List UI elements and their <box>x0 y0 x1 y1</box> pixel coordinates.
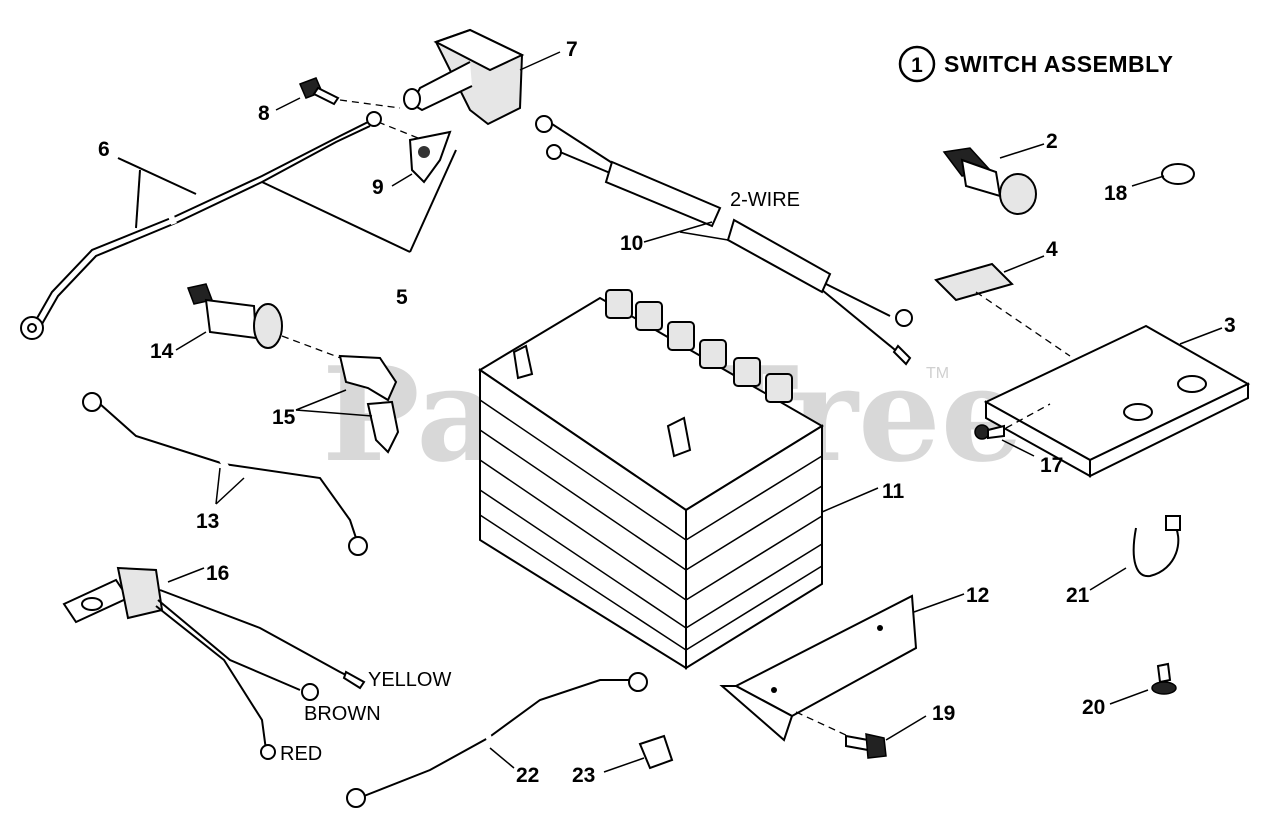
callout-4: 4 <box>1046 238 1058 261</box>
part-17-screw <box>974 424 1005 440</box>
part-3-mounting-plate <box>983 324 1251 478</box>
part-10-two-wire-harness <box>535 115 913 366</box>
part-6-battery-cable <box>20 111 382 340</box>
callout-10: 10 <box>620 232 643 255</box>
part-9-terminal-washer <box>408 130 452 184</box>
part-20-screw <box>1151 662 1177 695</box>
part-8-screw <box>299 77 340 106</box>
label-red: RED <box>280 743 322 765</box>
part-16-wiring-harness <box>62 566 366 760</box>
part-4-decal <box>934 262 1014 302</box>
watermark-trademark: TM <box>926 365 949 382</box>
callout-14: 14 <box>150 340 174 363</box>
part-18-plug <box>1161 163 1195 185</box>
part-15-keys <box>338 354 400 454</box>
callout-2: 2 <box>1046 130 1058 153</box>
callout-17: 17 <box>1040 454 1063 477</box>
callout-12: 12 <box>966 584 989 607</box>
callout-7: 7 <box>566 38 578 61</box>
part-7-terminal-boot <box>403 28 525 126</box>
callout-6: 6 <box>98 138 110 161</box>
callout-9: 9 <box>372 176 384 199</box>
callout-22: 22 <box>516 764 539 787</box>
label-yellow: YELLOW <box>368 669 451 691</box>
callout-11: 11 <box>882 480 905 503</box>
callout-16: 16 <box>206 562 229 585</box>
part-21-clamp <box>1132 515 1181 578</box>
part-2-switch <box>942 147 1037 215</box>
callout-19: 19 <box>932 702 955 725</box>
part-23-cable-clip <box>638 734 674 770</box>
part-22-battery-cable <box>346 672 648 808</box>
title-circled-number: 1 <box>911 54 923 77</box>
callout-13: 13 <box>196 510 219 533</box>
part-12-hold-down-bracket <box>719 594 918 742</box>
callout-20: 20 <box>1082 696 1105 719</box>
part-11-battery <box>478 289 824 670</box>
callout-3: 3 <box>1224 314 1236 337</box>
title-text: SWITCH ASSEMBLY <box>944 51 1173 77</box>
part-13-ground-cable <box>82 392 368 556</box>
part-14-ignition-switch <box>186 283 283 349</box>
callout-23: 23 <box>572 764 595 787</box>
label-brown: BROWN <box>304 703 381 725</box>
label-2-wire: 2-WIRE <box>730 189 800 211</box>
callout-8: 8 <box>258 102 270 125</box>
callout-18: 18 <box>1104 182 1128 205</box>
callout-21: 21 <box>1066 584 1090 607</box>
switch-assembly-title: 1 SWITCH ASSEMBLY <box>898 45 1173 83</box>
part-19-bolt <box>845 733 887 759</box>
callout-5: 5 <box>396 286 408 309</box>
callout-15: 15 <box>272 406 296 429</box>
